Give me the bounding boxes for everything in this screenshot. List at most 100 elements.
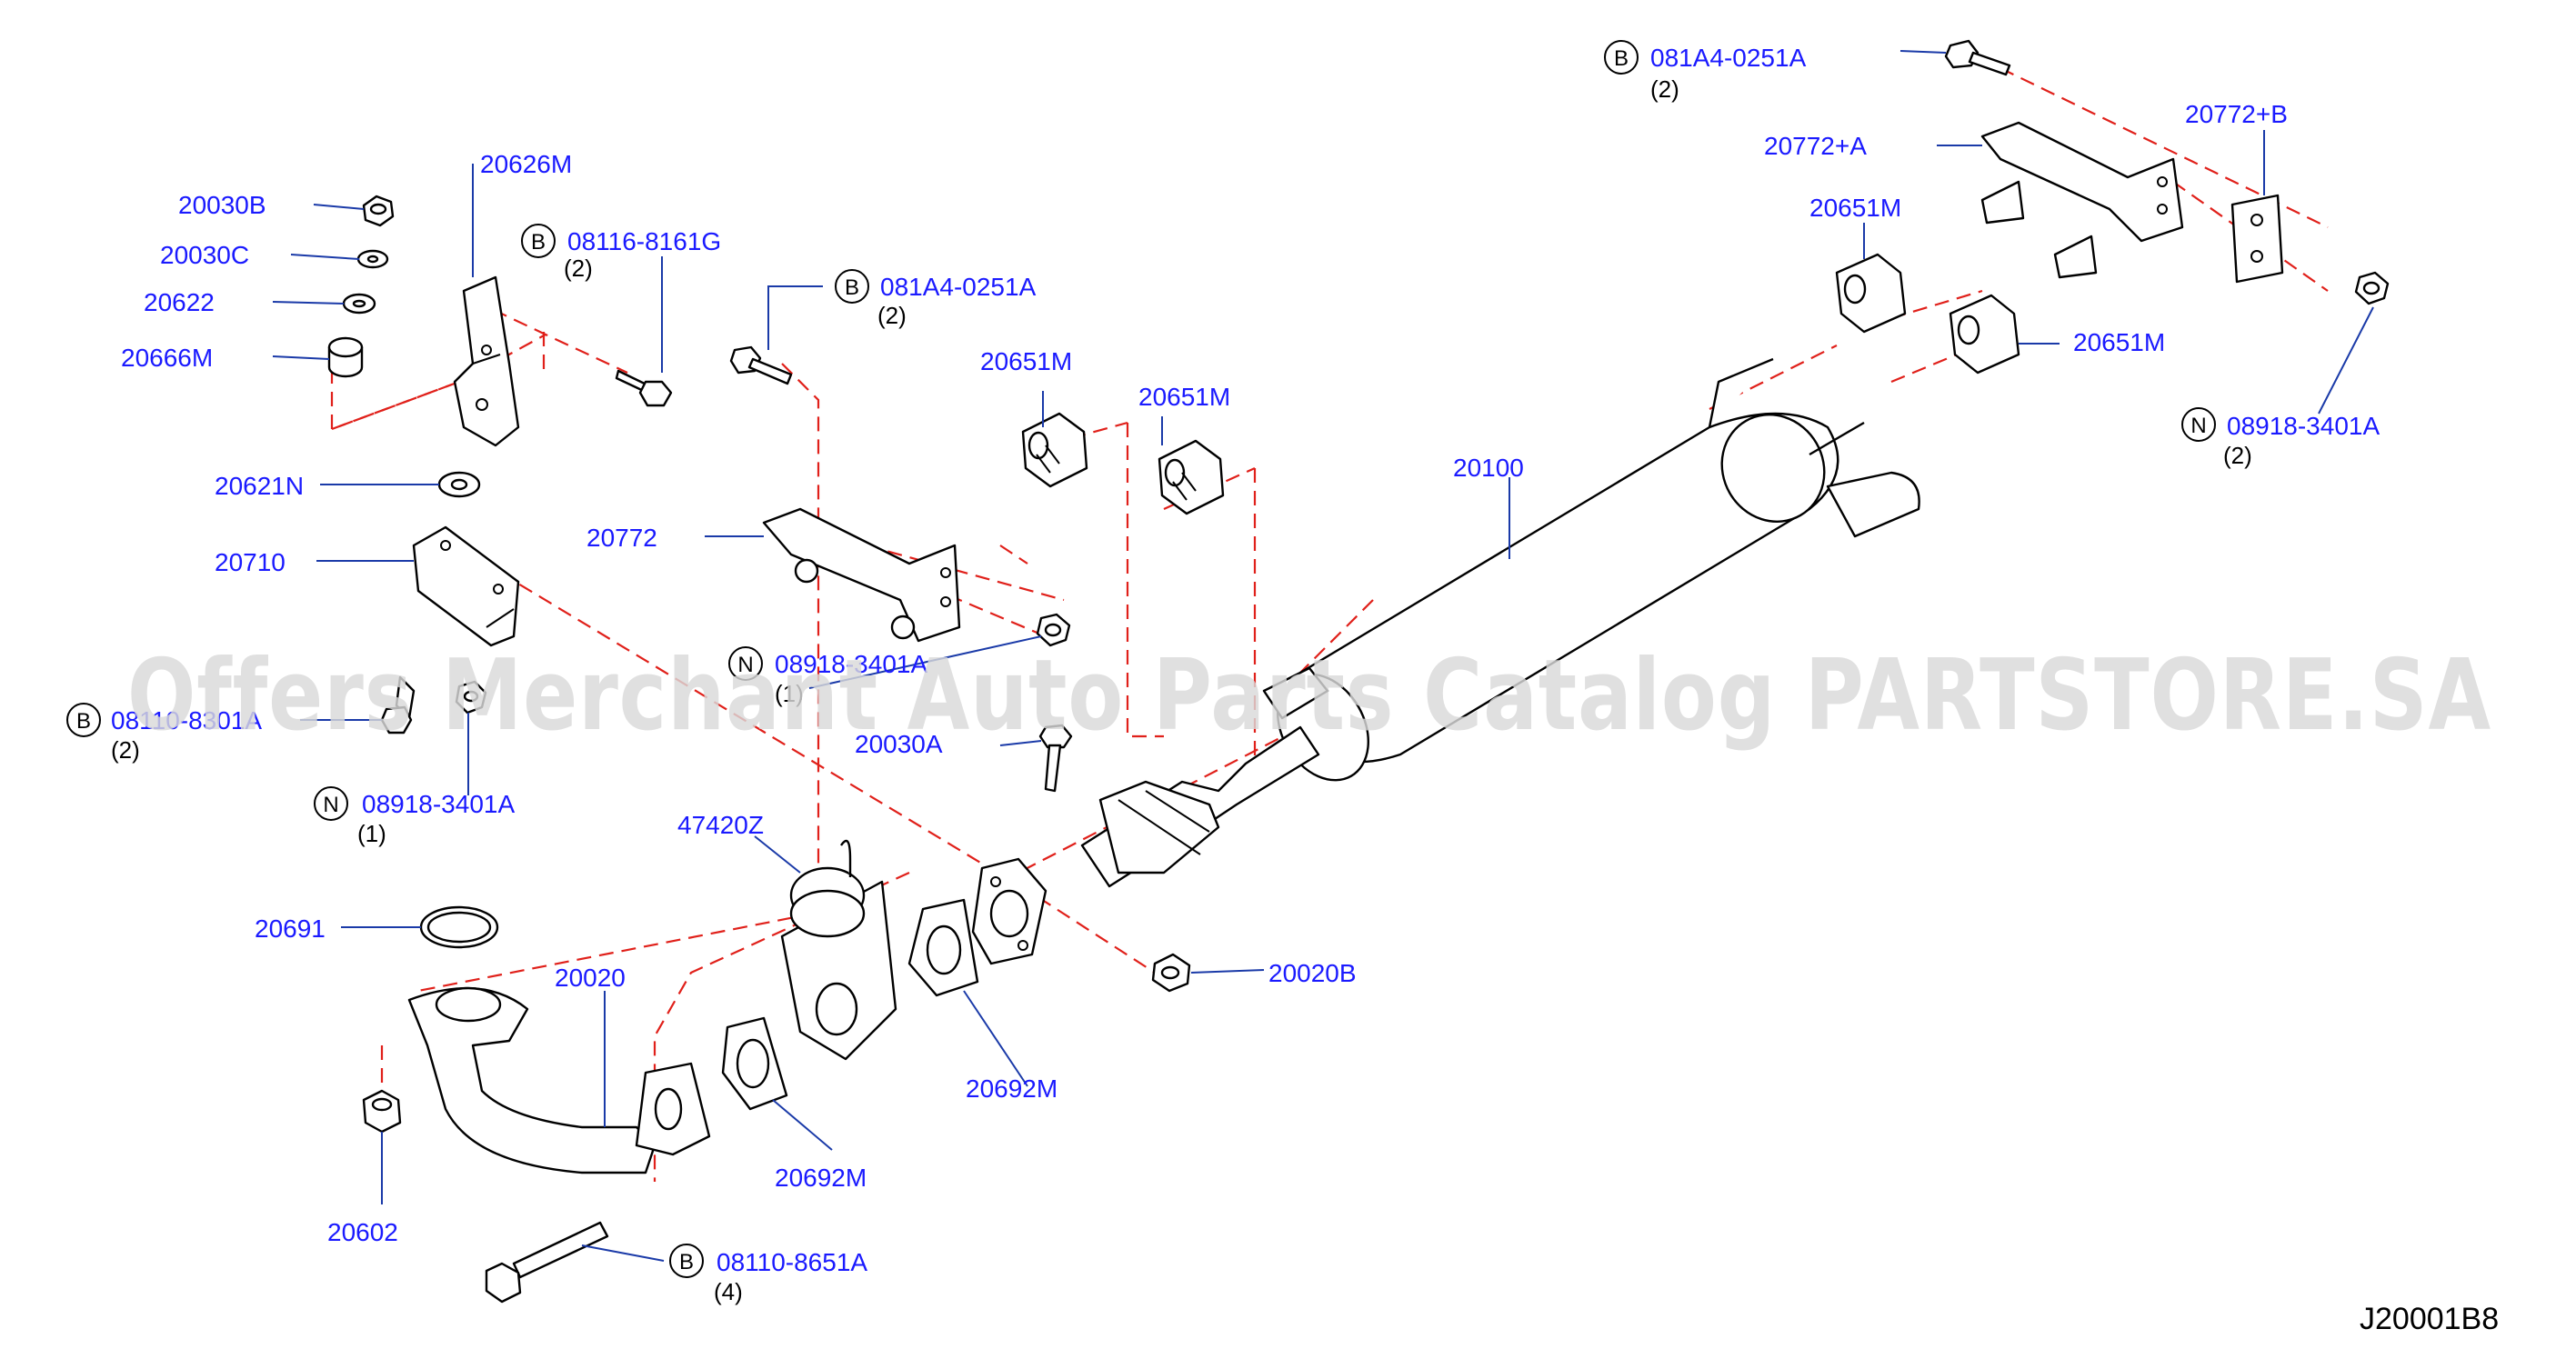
valve-47420Z xyxy=(780,839,897,1061)
label-20666M[interactable]: 20666M xyxy=(121,344,213,372)
hanger-bracket-20772 xyxy=(762,507,961,643)
bolt-08110-8651A xyxy=(485,1221,609,1304)
callout-letter: B xyxy=(531,230,546,255)
nut-08918-3401A-center xyxy=(1036,613,1071,647)
callout-circle xyxy=(521,224,556,258)
bushing-20666M xyxy=(327,336,364,378)
bolt-081A4-0251A-top xyxy=(1944,39,2011,76)
callout-qty: (1) xyxy=(775,680,804,707)
label-20651M-b[interactable]: 20651M xyxy=(1138,383,1230,411)
nut-20030B xyxy=(362,195,395,227)
label-20651M-a[interactable]: 20651M xyxy=(980,347,1072,375)
callout-letter: B xyxy=(845,275,859,300)
label-47420Z[interactable]: 47420Z xyxy=(677,811,764,839)
leader-lines xyxy=(272,50,2374,1262)
nut-08918-3401A-right xyxy=(2354,271,2390,305)
label-20621N[interactable]: 20621N xyxy=(215,472,304,500)
label-20100[interactable]: 20100 xyxy=(1453,454,1524,482)
bolt-081A4-0251A-mid xyxy=(729,345,793,385)
label-20651M-d[interactable]: 20651M xyxy=(2073,328,2165,356)
callout-code[interactable]: 08918-3401A xyxy=(362,790,515,818)
callout-qty: (1) xyxy=(357,820,386,847)
callout-code[interactable]: 08918-3401A xyxy=(775,650,927,678)
watermark-text: Offers Merchant Auto Parts Catalog PARTS… xyxy=(127,639,2491,753)
seal-ring-20691 xyxy=(419,905,499,949)
bracket-20710 xyxy=(412,525,520,647)
fastener-callout-3: B 081A4-0251A (2) xyxy=(835,269,1037,329)
callout-qty: (2) xyxy=(564,255,593,282)
label-20626M[interactable]: 20626M xyxy=(480,150,572,178)
callout-circle xyxy=(728,646,763,681)
fastener-callout-6: N 08918-3401A (1) xyxy=(314,786,515,847)
label-20030B[interactable]: 20030B xyxy=(178,191,266,219)
label-20020B[interactable]: 20020B xyxy=(1268,959,1357,987)
callout-qty: (2) xyxy=(1650,75,1679,103)
callout-code[interactable]: 081A4-0251A xyxy=(1650,44,1807,72)
callout-letter: B xyxy=(76,709,91,734)
label-20710[interactable]: 20710 xyxy=(215,548,286,576)
diagram-code: J20001B8 xyxy=(2360,1302,2499,1336)
part-labels: 20030B 20030C 20622 20666M 20626M 20621N… xyxy=(121,100,2288,1246)
bracket-20626M xyxy=(453,275,520,447)
callout-letter: N xyxy=(2190,414,2206,438)
callout-code[interactable]: 08110-8301A xyxy=(111,706,262,734)
callout-code[interactable]: 08918-3401A xyxy=(2227,412,2380,440)
gasket-20692M-left xyxy=(721,1016,788,1111)
callout-circle xyxy=(2181,407,2216,442)
hanger-bracket-20772A xyxy=(1980,121,2184,279)
label-20772A[interactable]: 20772+A xyxy=(1764,132,1867,160)
rubber-hanger-20651M-c xyxy=(1835,253,1907,334)
callout-letter: N xyxy=(323,793,338,817)
rubber-hanger-20651M-d xyxy=(1949,294,2020,375)
washer-20030C xyxy=(356,249,389,269)
rubber-hanger-20651M-a xyxy=(1021,412,1088,488)
front-pipe-20020 xyxy=(407,986,711,1174)
label-20692M-right[interactable]: 20692M xyxy=(966,1074,1057,1103)
callout-qty: (2) xyxy=(2223,442,2252,469)
callout-circle xyxy=(835,269,869,304)
fastener-callout-4: N 08918-3401A (1) xyxy=(728,646,927,707)
label-20622[interactable]: 20622 xyxy=(144,288,215,316)
callout-code[interactable]: 08116-8161G xyxy=(567,227,721,255)
fastener-callout-5: B 08110-8301A (2) xyxy=(66,703,262,764)
label-20691[interactable]: 20691 xyxy=(255,914,326,943)
callout-letter: B xyxy=(1614,46,1629,71)
fastener-callout-1: B 081A4-0251A (2) xyxy=(1604,40,1807,103)
label-20772B[interactable]: 20772+B xyxy=(2185,100,2288,128)
washer-20622 xyxy=(342,293,376,315)
callout-circle xyxy=(1604,40,1639,75)
callout-circle xyxy=(669,1244,704,1278)
rubber-hanger-20651M-b xyxy=(1158,439,1225,515)
callout-qty: (4) xyxy=(714,1278,743,1305)
nut-20020B xyxy=(1151,953,1191,993)
callout-qty: (2) xyxy=(877,302,907,329)
label-20772[interactable]: 20772 xyxy=(586,524,657,552)
gasket-20692M-right xyxy=(907,898,979,997)
label-20020[interactable]: 20020 xyxy=(555,964,626,992)
fastener-callout-7: N 08918-3401A (2) xyxy=(2181,407,2380,469)
bolt-08110-8301A xyxy=(380,675,416,734)
bolt-20030A xyxy=(1038,724,1073,793)
bolt-08116-8161G xyxy=(615,369,673,407)
washer-20621N xyxy=(437,471,481,498)
callout-letter: B xyxy=(679,1250,694,1274)
callout-circle xyxy=(66,703,101,737)
callout-code[interactable]: 08110-8651A xyxy=(717,1248,867,1276)
plate-20772B xyxy=(2230,194,2284,284)
fastener-callout-2: B 08116-8161G (2) xyxy=(521,224,721,282)
callout-circle xyxy=(314,786,348,821)
callout-qty: (2) xyxy=(111,736,140,764)
label-20602[interactable]: 20602 xyxy=(327,1218,398,1246)
callout-letter: N xyxy=(737,653,753,677)
label-20651M-c[interactable]: 20651M xyxy=(1809,194,1901,222)
callout-code[interactable]: 081A4-0251A xyxy=(880,273,1037,301)
nut-08918-3401A-left xyxy=(455,680,487,714)
label-20692M-left[interactable]: 20692M xyxy=(775,1164,867,1192)
flange-catalyst-inlet xyxy=(971,857,1047,965)
fastener-callout-8: B 08110-8651A (4) xyxy=(669,1244,867,1305)
nut-20602 xyxy=(362,1089,402,1134)
label-20030C[interactable]: 20030C xyxy=(160,241,249,269)
label-20030A[interactable]: 20030A xyxy=(855,730,943,758)
muffler-assembly-20100 xyxy=(1080,357,1920,888)
